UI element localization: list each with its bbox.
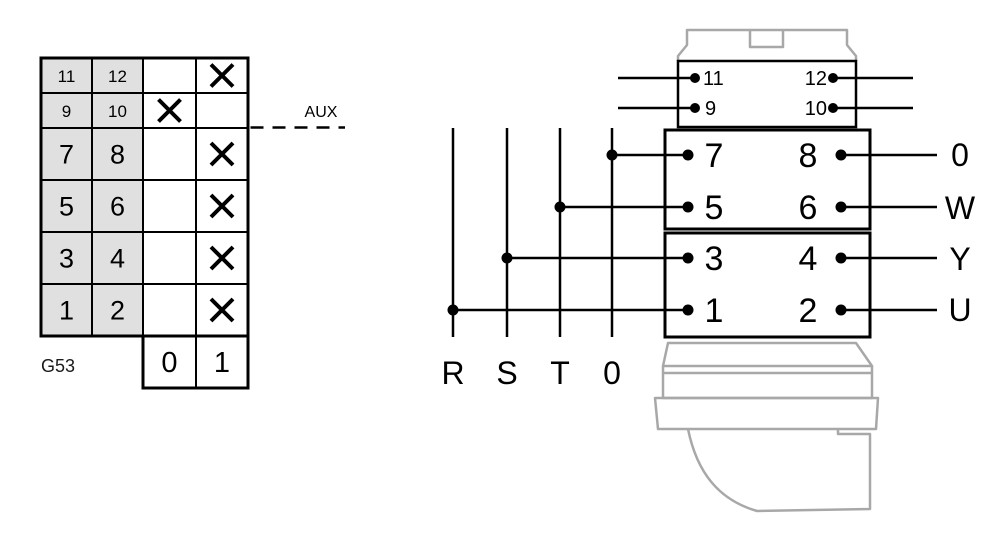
terminal-dot-3 bbox=[682, 252, 694, 264]
switch-top-clamp-outline bbox=[676, 28, 858, 61]
cell-7: 7 bbox=[59, 140, 74, 170]
aux-contact-block bbox=[676, 59, 858, 129]
junction-dot-R bbox=[447, 304, 459, 316]
main-contact-block-upper bbox=[663, 128, 872, 231]
terminal-dot-9 bbox=[690, 103, 700, 113]
cell-9: 9 bbox=[62, 102, 71, 121]
input-label-T: T bbox=[550, 355, 570, 391]
switch-schematic: 11 12 9 10 7 8 5 6 3 4 1 2 R S T 0 0 W Y… bbox=[441, 28, 976, 513]
output-label-W: W bbox=[945, 190, 976, 226]
main-terminal-labels: 7 8 5 6 3 4 1 2 bbox=[705, 137, 818, 330]
cell-3: 3 bbox=[59, 244, 74, 274]
main-terminal-7-label: 7 bbox=[705, 137, 724, 175]
terminal-dot-1 bbox=[682, 304, 694, 316]
input-phase-lines bbox=[451, 128, 614, 337]
position-row-border bbox=[141, 334, 250, 390]
main-terminal-5-label: 5 bbox=[705, 189, 724, 227]
output-labels: 0 W Y U bbox=[945, 137, 976, 328]
x-mark-row5-pos1 bbox=[209, 245, 235, 271]
x-mark-row1-pos1 bbox=[209, 63, 235, 88]
input-label-R: R bbox=[441, 355, 464, 391]
input-labels: R S T 0 bbox=[441, 355, 620, 391]
main-terminal-3-label: 3 bbox=[705, 240, 724, 278]
cell-4: 4 bbox=[110, 244, 125, 274]
output-label-Y: Y bbox=[949, 241, 970, 277]
x-mark-row4-pos1 bbox=[209, 193, 235, 219]
cell-8: 8 bbox=[110, 140, 125, 170]
output-connector-lines bbox=[841, 153, 937, 312]
aux-terminal-9-label: 9 bbox=[705, 98, 716, 120]
cell-2: 2 bbox=[110, 296, 125, 326]
terminal-dot-11 bbox=[690, 73, 700, 83]
junction-dot-0 bbox=[606, 149, 618, 161]
table-grid-lines bbox=[41, 58, 248, 388]
input-connector-lines bbox=[453, 153, 688, 312]
table-terminal-numbers: 11 12 9 10 7 8 5 6 3 4 1 2 bbox=[58, 67, 127, 326]
terminal-dot-6 bbox=[835, 201, 847, 213]
terminal-dot-12 bbox=[828, 73, 838, 83]
aux-terminal-11-label: 11 bbox=[703, 68, 724, 90]
junction-dots bbox=[447, 73, 847, 316]
terminal-dot-4 bbox=[835, 252, 847, 264]
x-mark-row3-pos1 bbox=[209, 141, 235, 167]
aux-terminal-10-label: 10 bbox=[805, 98, 827, 120]
aux-lead-lines bbox=[618, 76, 913, 110]
terminal-dot-7 bbox=[682, 149, 694, 161]
output-label-0: 0 bbox=[951, 137, 969, 173]
junction-dot-S bbox=[501, 252, 513, 264]
terminal-dot-8 bbox=[835, 149, 847, 161]
input-label-S: S bbox=[496, 355, 517, 391]
aux-label: AUX bbox=[305, 104, 338, 121]
contact-table: 11 12 9 10 7 8 5 6 3 4 1 2 bbox=[39, 56, 345, 390]
output-label-U: U bbox=[948, 292, 971, 328]
terminal-dot-2 bbox=[835, 304, 847, 316]
cell-5: 5 bbox=[59, 192, 74, 222]
x-mark-row6-pos1 bbox=[209, 297, 235, 323]
switch-base-handle-outline bbox=[653, 341, 880, 513]
terminal-dot-10 bbox=[828, 103, 838, 113]
cell-11: 11 bbox=[58, 67, 76, 86]
position-1-label: 1 bbox=[214, 347, 230, 379]
cell-1: 1 bbox=[59, 296, 74, 326]
cell-12: 12 bbox=[108, 67, 127, 86]
junction-dot-T bbox=[554, 201, 566, 213]
aux-terminal-12-label: 12 bbox=[805, 68, 827, 90]
cell-10: 10 bbox=[108, 102, 127, 121]
main-terminal-2-label: 2 bbox=[799, 292, 818, 330]
main-terminal-4-label: 4 bbox=[799, 240, 818, 278]
main-terminal-6-label: 6 bbox=[799, 189, 818, 227]
main-terminal-8-label: 8 bbox=[799, 137, 818, 175]
input-label-0: 0 bbox=[603, 355, 621, 391]
model-label: G53 bbox=[41, 356, 75, 376]
main-terminal-1-label: 1 bbox=[705, 292, 724, 330]
main-contact-block-lower bbox=[663, 231, 872, 339]
x-mark-row2-pos0 bbox=[157, 98, 182, 123]
cell-6: 6 bbox=[110, 192, 125, 222]
terminal-dot-5 bbox=[682, 201, 694, 213]
position-0-label: 0 bbox=[161, 347, 177, 379]
contact-x-marks bbox=[157, 63, 235, 323]
